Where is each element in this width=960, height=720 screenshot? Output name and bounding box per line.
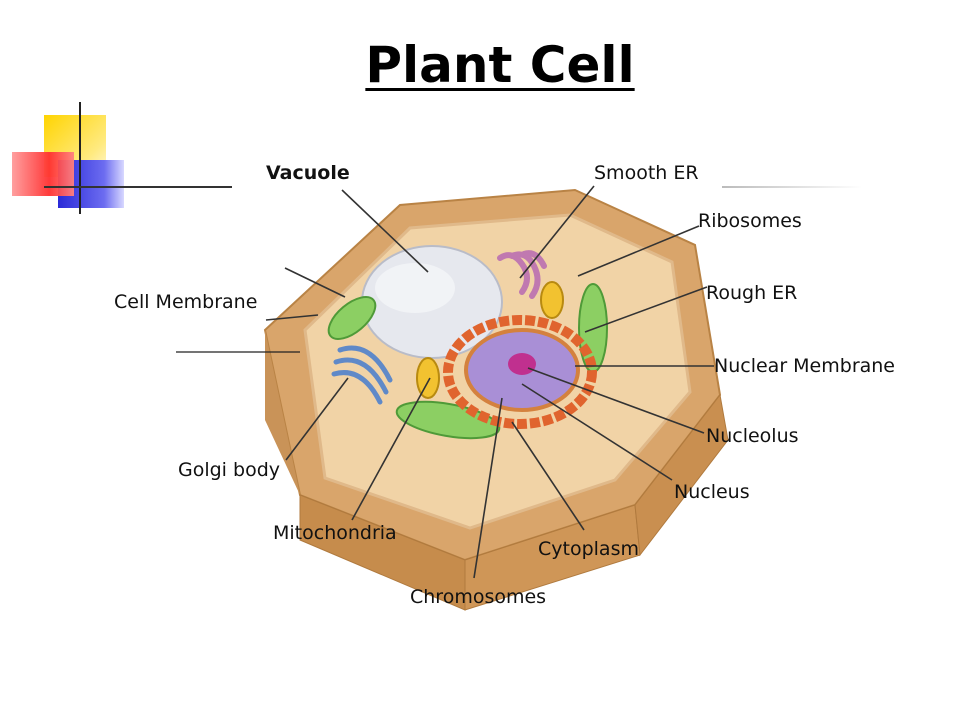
nucleolus-shape [508, 353, 536, 375]
decor-vertical-line [79, 102, 81, 214]
label-cytoplasm: Cytoplasm [538, 538, 639, 560]
label-rough-er: Rough ER [706, 282, 798, 304]
golgi-body-shape [331, 345, 393, 405]
smooth-er-shape [497, 250, 547, 299]
label-ribosomes: Ribosomes [698, 210, 802, 232]
mitochondria-shapes [416, 281, 564, 399]
label-vacuole: Vacuole [266, 162, 350, 184]
label-smooth-er: Smooth ER [594, 162, 699, 184]
label-nucleus: Nucleus [674, 481, 750, 503]
rough-er-shape [443, 315, 597, 429]
label-cell-membrane: Cell Membrane [114, 291, 258, 313]
decor-red-square [12, 152, 74, 196]
label-mitochondria: Mitochondria [273, 522, 397, 544]
label-golgi-body: Golgi body [178, 459, 280, 481]
leader-lines [265, 185, 714, 579]
decor-horizontal-line [44, 186, 232, 188]
page-title: Plant Cell [365, 36, 635, 94]
label-nucleolus: Nucleolus [706, 425, 799, 447]
label-chromosomes: Chromosomes [410, 586, 547, 608]
decor-fade-line [722, 186, 862, 188]
label-nuclear-membrane: Nuclear Membrane [714, 355, 896, 377]
